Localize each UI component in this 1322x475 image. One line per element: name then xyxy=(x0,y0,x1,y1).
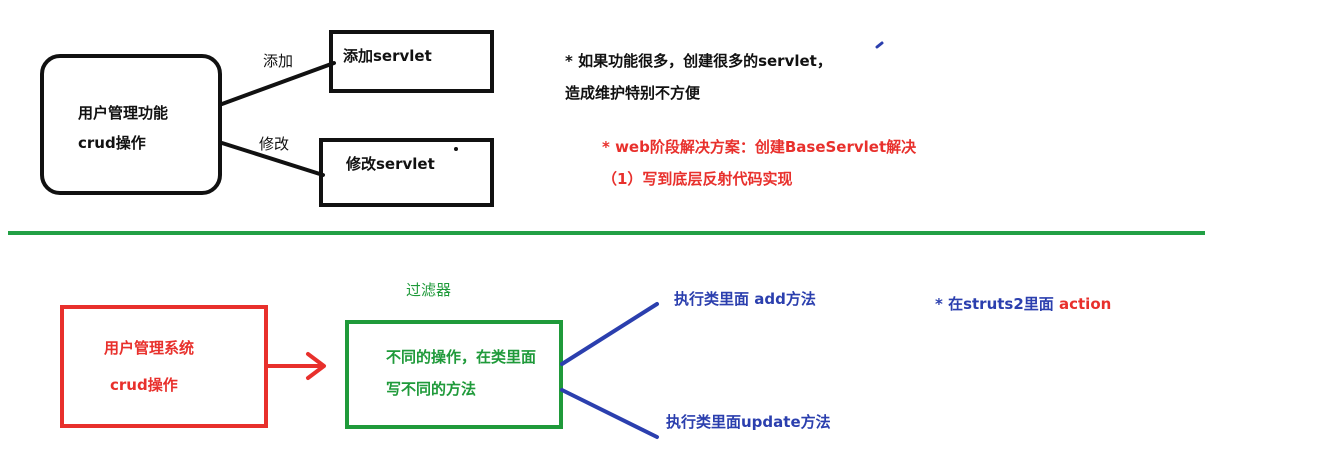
main-box-line1: 用户管理功能 xyxy=(78,104,169,122)
exec-update-connector xyxy=(560,388,659,439)
add-servlet-label: 添加servlet xyxy=(343,47,432,65)
dot-mark xyxy=(454,147,458,151)
system-box-line2: crud操作 xyxy=(110,376,178,394)
struts-note: * 在struts2里面 action xyxy=(935,295,1111,315)
user-system-box xyxy=(60,305,268,428)
filter-label: 过滤器 xyxy=(406,281,452,299)
edge-label-edit: 修改 xyxy=(259,135,290,153)
filter-box-line2: 写不同的方法 xyxy=(386,380,477,398)
system-box-line1: 用户管理系统 xyxy=(104,339,195,357)
exec-add-label: 执行类里面 add方法 xyxy=(674,290,816,308)
note-line1: * 如果功能很多，创建很多的servlet， xyxy=(565,52,832,70)
pen-mark xyxy=(875,41,884,49)
note-line2: 造成维护特别不方便 xyxy=(565,84,701,102)
filter-box-line1: 不同的操作，在类里面 xyxy=(386,348,537,366)
struts-note-keyword: action xyxy=(1059,295,1112,313)
add-servlet-box xyxy=(329,30,494,93)
main-box-line2: crud操作 xyxy=(78,134,146,152)
edge-label-add: 添加 xyxy=(263,52,294,70)
add-connector xyxy=(220,61,336,106)
solution-line2: （1）写到底层反射代码实现 xyxy=(602,170,793,188)
red-arrow xyxy=(266,352,326,380)
edit-connector xyxy=(220,141,325,177)
solution-line1: * web阶段解决方案：创建BaseServlet解决 xyxy=(602,138,917,156)
exec-update-label: 执行类里面update方法 xyxy=(666,413,831,431)
exec-add-connector xyxy=(560,302,659,366)
struts-note-prefix: * 在struts2里面 xyxy=(935,295,1059,313)
filter-box xyxy=(345,320,563,429)
user-management-box xyxy=(40,54,222,195)
edit-servlet-label: 修改servlet xyxy=(346,155,435,173)
